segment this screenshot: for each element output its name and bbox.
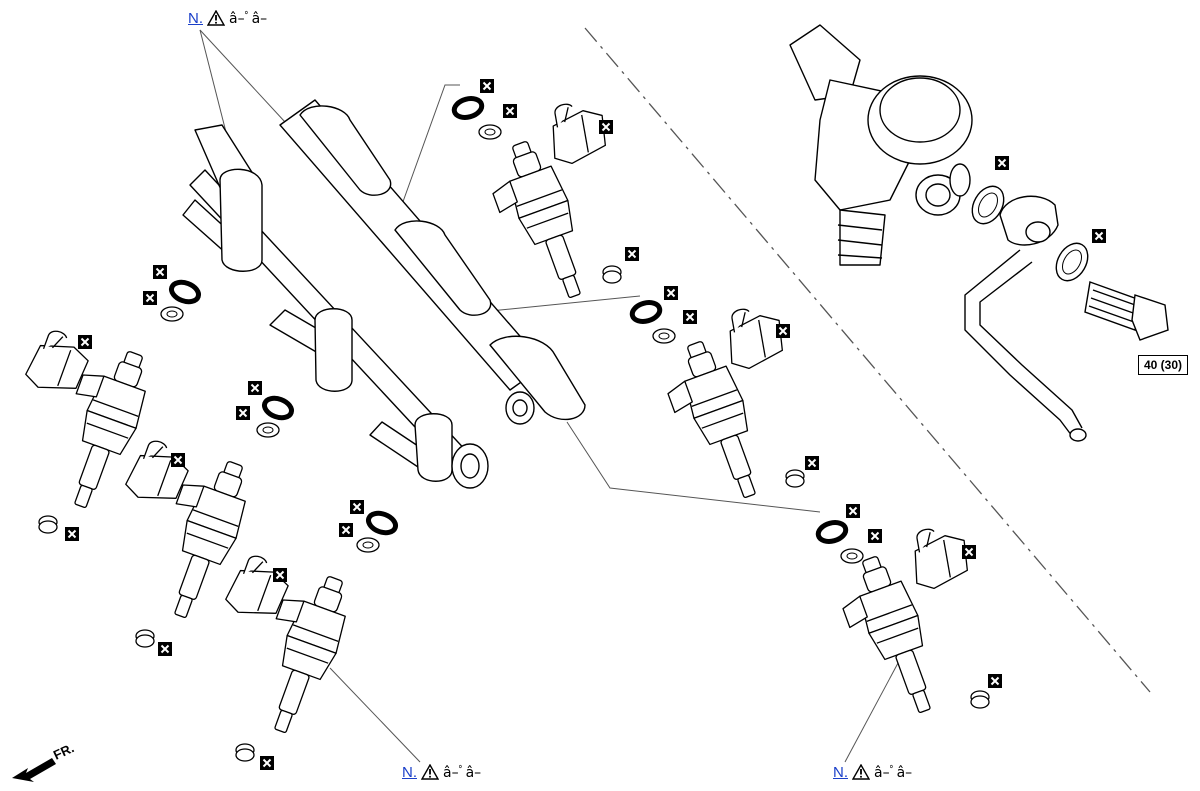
x-box-icon — [272, 567, 288, 583]
x-box-icon — [804, 455, 820, 471]
x-box-icon — [624, 246, 640, 262]
warning-triangle-icon — [421, 764, 439, 780]
x-box-icon — [259, 755, 275, 771]
callout-link[interactable]: N. — [402, 763, 417, 781]
separator-line — [584, 27, 1151, 693]
x-box-icon — [157, 641, 173, 657]
leader-lines — [199, 29, 906, 763]
x-box-icon — [142, 290, 158, 306]
gasket-pump-side — [971, 185, 1005, 225]
callout-bottom-right: N. â–ﾟâ– — [833, 762, 912, 782]
x-box-icon — [152, 264, 168, 280]
x-box-icon — [247, 380, 263, 396]
callout-top: N. â–ﾟâ– — [188, 8, 267, 28]
x-box-icon — [502, 103, 518, 119]
x-box-icon — [77, 334, 93, 350]
x-box-icon — [987, 673, 1003, 689]
fuel-pipe — [964, 195, 1087, 442]
gasket-bolt-side — [1055, 242, 1089, 282]
callout-link[interactable]: N. — [833, 763, 848, 781]
callout-text: â–ﾟâ– — [229, 11, 268, 27]
union-bolt — [1084, 281, 1169, 341]
front-label: FR. — [51, 740, 76, 762]
injector-4 — [452, 96, 622, 311]
x-box-icon — [598, 119, 614, 135]
fuel-pump — [789, 24, 973, 266]
torque-spec-label: 40 (30) — [1138, 355, 1188, 375]
x-box-icon — [663, 285, 679, 301]
injector-3 — [222, 510, 398, 762]
x-box-icon — [682, 309, 698, 325]
x-box-icon — [775, 323, 791, 339]
x-box-icon — [994, 155, 1010, 171]
x-box-icon — [349, 499, 365, 515]
fuel-rail-right — [279, 99, 586, 425]
x-box-icon — [1091, 228, 1107, 244]
x-box-icon — [64, 526, 80, 542]
callout-text: â–ﾟâ– — [443, 765, 482, 781]
x-box-icon — [479, 78, 495, 94]
callout-bottom-center: N. â–ﾟâ– — [402, 762, 481, 782]
callout-link[interactable]: N. — [188, 9, 203, 27]
fuel-rail-left — [182, 124, 489, 489]
x-box-icon — [867, 528, 883, 544]
x-box-icon — [961, 544, 977, 560]
warning-triangle-icon — [207, 10, 225, 26]
x-box-icon — [170, 452, 186, 468]
front-arrow-icon: FR. — [12, 740, 76, 782]
warning-triangle-icon — [852, 764, 870, 780]
x-box-icon — [338, 522, 354, 538]
x-box-icon — [235, 405, 251, 421]
callout-text: â–ﾟâ– — [874, 765, 913, 781]
x-box-icon — [845, 503, 861, 519]
